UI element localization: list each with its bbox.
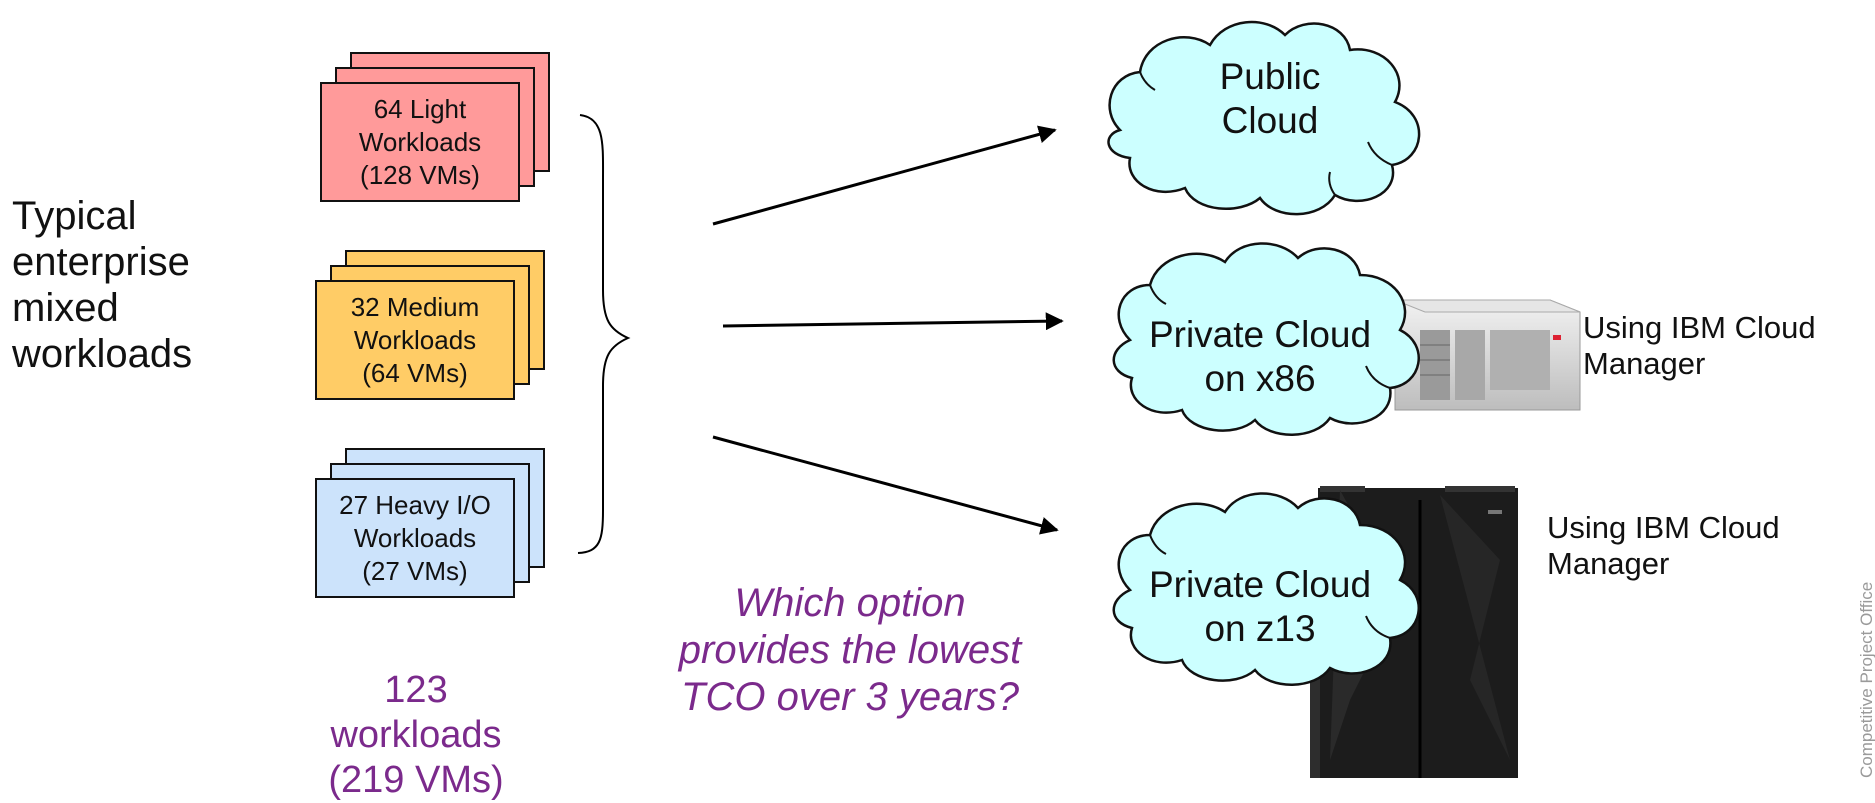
card-line: 32 Medium xyxy=(350,291,480,322)
question-line: TCO over 3 years? xyxy=(681,675,1019,719)
arrow-to-private-cloud-x86 xyxy=(722,312,1064,331)
note-line: Manager xyxy=(1547,546,1670,581)
cloud-label-line: Private Cloud xyxy=(1148,564,1372,605)
cloud-label-line: Cloud xyxy=(1221,100,1319,141)
card-line: Workloads xyxy=(353,324,477,355)
z13-manager-note: Using IBM Cloud Manager xyxy=(1547,510,1780,582)
source-label: Typical enterprise mixed workloads xyxy=(12,193,192,377)
private-cloud-x86-shape xyxy=(1112,242,1420,436)
question-line: Which option xyxy=(734,581,966,625)
private-cloud-x86-label: Private Cloud on x86 xyxy=(1130,313,1390,401)
card-line: 27 Heavy I/O xyxy=(339,489,491,520)
source-label-line: workloads xyxy=(12,332,193,376)
source-label-line: mixed xyxy=(12,286,119,330)
note-line: Using IBM Cloud xyxy=(1547,510,1780,545)
public-cloud-shape xyxy=(1107,20,1421,216)
x86-manager-note: Using IBM Cloud Manager xyxy=(1583,310,1816,382)
x86-server-image xyxy=(1394,299,1581,411)
summary-line: 123 workloads xyxy=(330,669,502,756)
arrow-to-private-cloud-z13 xyxy=(712,435,1059,535)
card-line: (27 VMs) xyxy=(362,555,468,586)
heavy-io-workloads-card: 27 Heavy I/O Workloads (27 VMs) xyxy=(315,478,515,598)
diagram-canvas xyxy=(577,20,1581,778)
question-line: provides the lowest xyxy=(678,628,1022,672)
summary-line: (219 VMs) xyxy=(328,759,504,801)
cloud-label-line: on z13 xyxy=(1204,608,1316,649)
note-line: Manager xyxy=(1583,346,1706,381)
medium-workloads-card: 32 Medium Workloads (64 VMs) xyxy=(315,280,515,400)
card-line: (128 VMs) xyxy=(360,159,480,190)
card-line: (64 VMs) xyxy=(362,357,468,388)
grouping-brace xyxy=(577,114,631,554)
workload-summary: 123 workloads (219 VMs) xyxy=(296,668,536,803)
light-workloads-stack: 64 Light Workloads (128 VMs) xyxy=(320,52,555,202)
source-label-line: Typical xyxy=(12,194,137,238)
public-cloud-label: Public Cloud xyxy=(1160,55,1380,143)
cloud-label-line: Public xyxy=(1219,56,1321,97)
card-line: Workloads xyxy=(353,522,477,553)
cloud-label-line: Private Cloud xyxy=(1148,314,1372,355)
private-cloud-z13-label: Private Cloud on z13 xyxy=(1130,563,1390,651)
heavy-io-workloads-stack: 27 Heavy I/O Workloads (27 VMs) xyxy=(315,448,550,598)
source-label-line: enterprise xyxy=(12,240,190,284)
watermark-text: Competitive Project Office xyxy=(1857,581,1875,778)
medium-workloads-stack: 32 Medium Workloads (64 VMs) xyxy=(315,250,550,400)
card-line: Workloads xyxy=(358,126,482,157)
note-line: Using IBM Cloud xyxy=(1583,310,1816,345)
card-line: 64 Light xyxy=(373,93,467,124)
tco-question: Which option provides the lowest TCO ove… xyxy=(620,580,1080,721)
cloud-label-line: on x86 xyxy=(1204,358,1316,399)
private-cloud-z13-shape xyxy=(1112,492,1420,686)
arrow-to-public-cloud xyxy=(712,125,1057,226)
light-workloads-card: 64 Light Workloads (128 VMs) xyxy=(320,82,520,202)
